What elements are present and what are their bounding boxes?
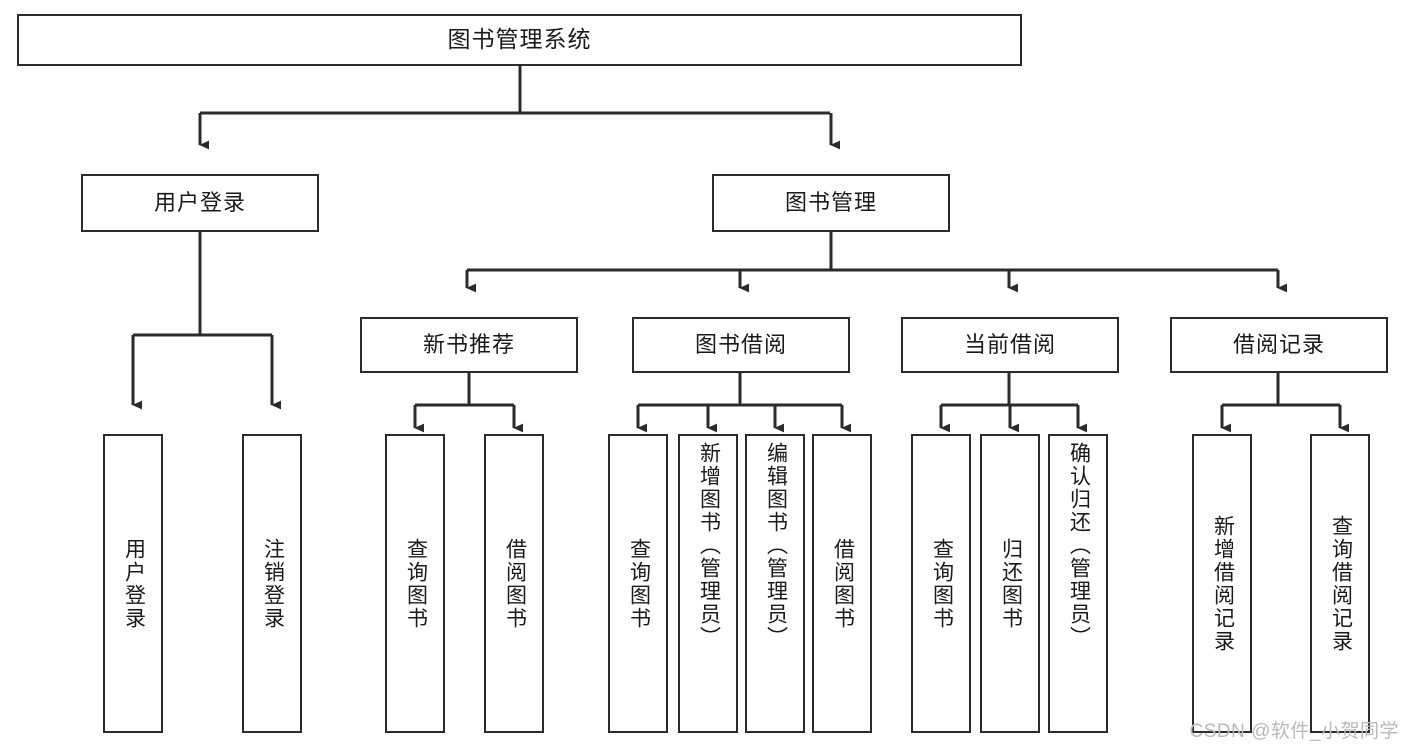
leaf-query-book-2[interactable]: 查询图书 xyxy=(608,434,668,733)
node-root-label: 图书管理系统 xyxy=(447,26,592,53)
node-book-manage-label: 图书管理 xyxy=(784,189,877,215)
node-new-book-recommend[interactable]: 新书推荐 xyxy=(360,317,578,373)
leaf-add-book[interactable]: 新增图书（管理员） xyxy=(678,434,738,733)
leaf-borrow-book-2-label: 借阅图书 xyxy=(831,537,855,630)
node-current-borrow-label: 当前借阅 xyxy=(963,331,1056,357)
leaf-return-book-label: 归还图书 xyxy=(999,537,1023,630)
node-borrow-record[interactable]: 借阅记录 xyxy=(1170,317,1388,373)
node-user-login[interactable]: 用户登录 xyxy=(81,174,319,232)
leaf-query-book-1[interactable]: 查询图书 xyxy=(385,434,445,733)
node-book-borrow-label: 图书借阅 xyxy=(694,331,787,357)
watermark: CSDN @软件_小贺同学 xyxy=(1189,721,1399,742)
leaf-edit-book-label: 编辑图书（管理员） xyxy=(764,442,788,649)
node-new-book-recommend-label: 新书推荐 xyxy=(422,331,515,357)
leaf-borrow-book-1[interactable]: 借阅图书 xyxy=(484,434,544,733)
leaf-query-record[interactable]: 查询借阅记录 xyxy=(1310,434,1370,733)
leaf-query-book-3[interactable]: 查询图书 xyxy=(911,434,971,733)
leaf-borrow-book-2[interactable]: 借阅图书 xyxy=(812,434,872,733)
leaf-logout-label: 注销登录 xyxy=(261,537,285,630)
leaf-query-book-3-label: 查询图书 xyxy=(930,537,954,630)
leaf-add-record-label: 新增借阅记录 xyxy=(1211,514,1235,653)
leaf-query-record-label: 查询借阅记录 xyxy=(1329,514,1353,653)
node-borrow-record-label: 借阅记录 xyxy=(1232,331,1325,357)
leaf-user-login-label: 用户登录 xyxy=(122,537,146,630)
leaf-query-book-1-label: 查询图书 xyxy=(404,537,428,630)
leaf-add-record[interactable]: 新增借阅记录 xyxy=(1192,434,1252,733)
node-user-login-label: 用户登录 xyxy=(153,189,246,215)
node-root[interactable]: 图书管理系统 xyxy=(17,14,1022,66)
node-current-borrow[interactable]: 当前借阅 xyxy=(901,317,1119,373)
leaf-edit-book[interactable]: 编辑图书（管理员） xyxy=(745,434,805,733)
node-book-borrow[interactable]: 图书借阅 xyxy=(632,317,850,373)
leaf-return-book[interactable]: 归还图书 xyxy=(980,434,1040,733)
leaf-user-login[interactable]: 用户登录 xyxy=(103,434,163,733)
leaf-logout[interactable]: 注销登录 xyxy=(242,434,302,733)
leaf-query-book-2-label: 查询图书 xyxy=(627,537,651,630)
leaf-add-book-label: 新增图书（管理员） xyxy=(697,442,721,649)
leaf-confirm-return-label: 确认归还（管理员） xyxy=(1067,442,1091,649)
leaf-borrow-book-1-label: 借阅图书 xyxy=(503,537,527,630)
node-book-manage[interactable]: 图书管理 xyxy=(712,174,950,232)
leaf-confirm-return[interactable]: 确认归还（管理员） xyxy=(1048,434,1108,733)
